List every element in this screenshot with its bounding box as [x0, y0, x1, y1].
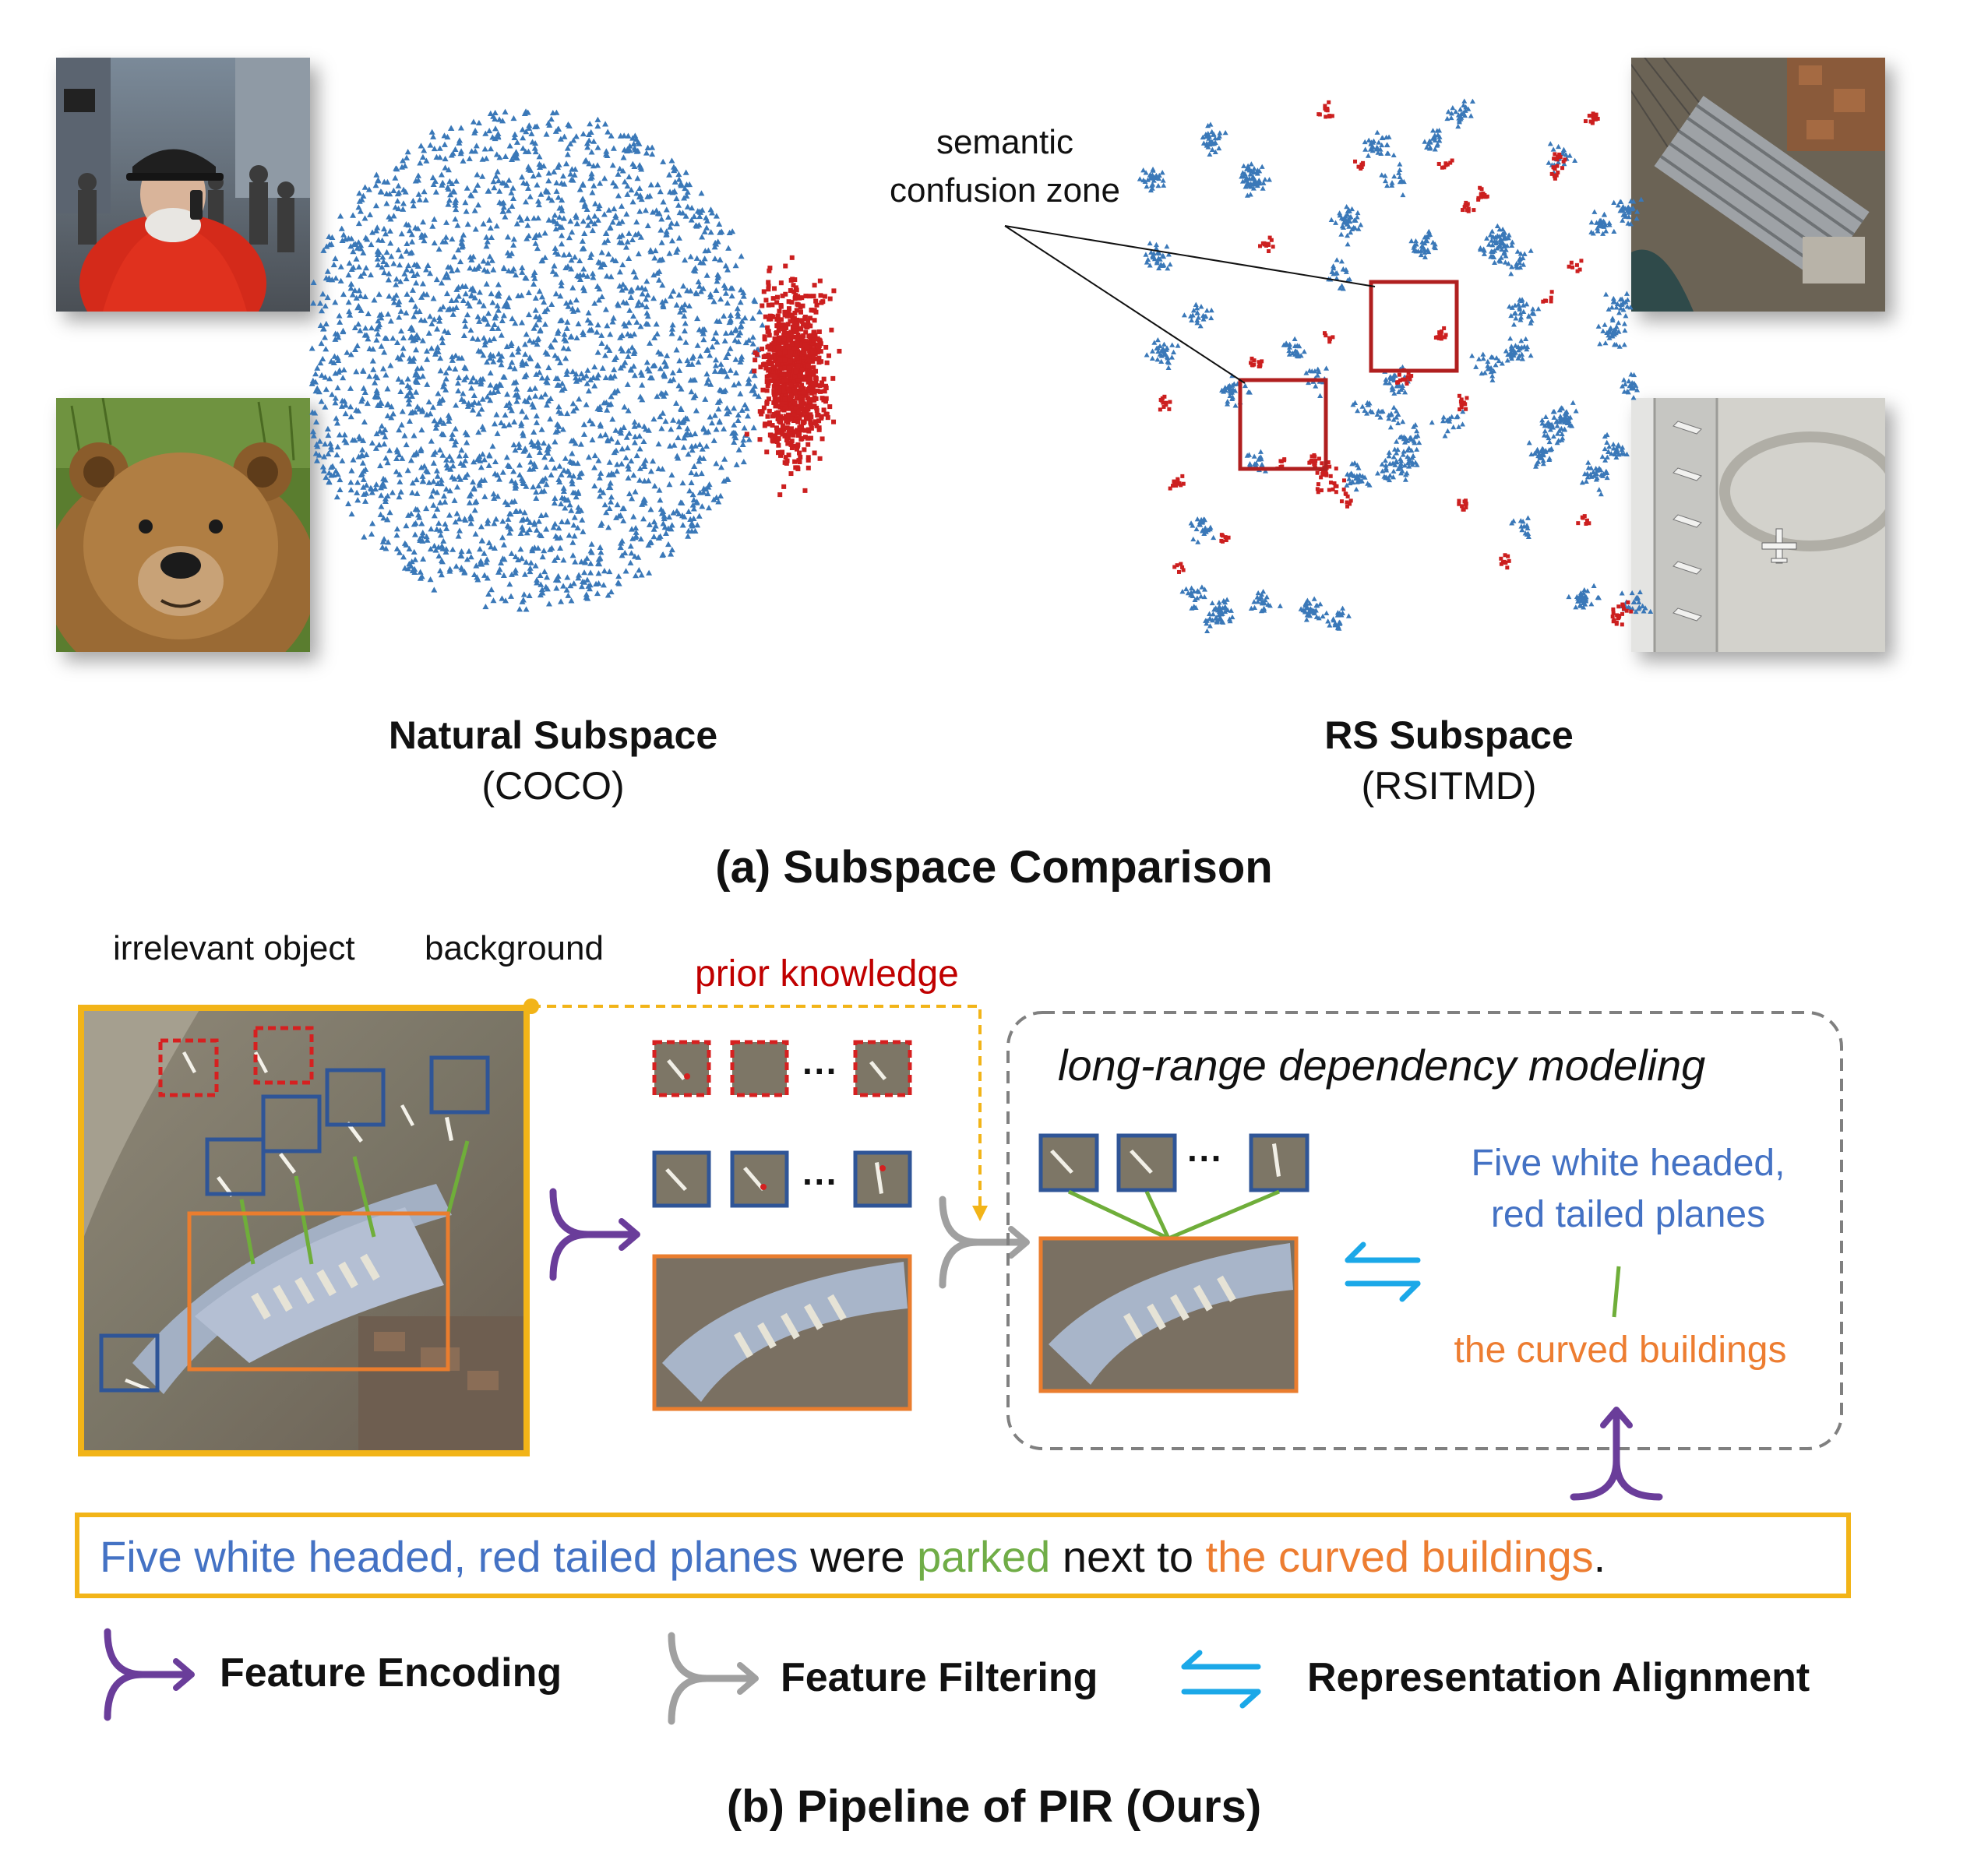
natural-subspace-scatter: [308, 108, 842, 612]
sentence-period: .: [1593, 1532, 1606, 1581]
text-encoding-arrow: [1570, 1407, 1663, 1501]
label-irrelevant-object: irrelevant object: [113, 929, 355, 967]
legend-encoding-label: Feature Encoding: [220, 1650, 562, 1696]
caption-sentence: Five white headed, red tailed planes wer…: [100, 1531, 1606, 1582]
encoded-patches: [652, 1040, 912, 1411]
sentence-parked: parked: [917, 1532, 1051, 1581]
phrase-buildings: the curved buildings: [1454, 1329, 1787, 1371]
street-photo: [56, 58, 310, 312]
sentence-next-to: next to: [1050, 1532, 1206, 1581]
panel-a-caption: (a) Subspace Comparison: [715, 842, 1273, 893]
rs-red-points: [1158, 100, 1634, 627]
aerial-airport-image: [78, 1005, 530, 1456]
rs-dataset-label: (RSITMD): [1361, 764, 1537, 808]
irrelevant-object-box: [158, 1038, 219, 1097]
rs-blue-points: [1137, 98, 1654, 634]
confusion-box-lower: [1238, 378, 1328, 471]
sentence-planes-phrase: Five white headed, red tailed planes: [100, 1532, 798, 1581]
legend-alignment-icon: [1181, 1650, 1261, 1709]
ellipsis-dependency: ···: [1187, 1138, 1223, 1178]
coco-cluster-red-points: [744, 255, 842, 498]
dependency-modeling-title: long-range dependency modeling: [1058, 1041, 1706, 1090]
ellipsis-row-1: ···: [802, 1051, 838, 1091]
natural-cluster-points: [308, 108, 766, 612]
natural-dataset-label: (COCO): [481, 764, 625, 808]
bear-photo: [56, 398, 310, 652]
annotation-line-2: confusion zone: [890, 171, 1120, 210]
confusion-box-upper: [1369, 280, 1459, 373]
airport-aerial-photo: [1631, 398, 1885, 652]
feature-encoding-arrow: [549, 1188, 640, 1281]
legend-alignment-label: Representation Alignment: [1307, 1655, 1810, 1700]
rs-subspace-title: RS Subspace: [1324, 713, 1574, 757]
label-prior-knowledge: prior knowledge: [695, 953, 959, 995]
rs-subspace-scatter: [1137, 98, 1654, 634]
phrase-planes-line-1: Five white headed,: [1471, 1143, 1785, 1184]
legend-encoding-icon: [104, 1628, 195, 1721]
curved-building-box: [187, 1211, 450, 1372]
plane-box-4: [429, 1055, 490, 1115]
legend-filtering-label: Feature Filtering: [781, 1655, 1098, 1700]
legend-filtering-icon: [668, 1632, 759, 1725]
natural-subspace-title: Natural Subspace: [388, 713, 718, 757]
caption-sentence-box: [75, 1513, 1851, 1598]
train-station-aerial-photo: [1631, 58, 1885, 312]
ellipsis-row-2: ···: [802, 1161, 838, 1202]
phrase-planes-line-2: red tailed planes: [1490, 1194, 1766, 1235]
plane-box-5: [99, 1333, 160, 1393]
plane-box-1: [205, 1137, 266, 1196]
plane-box-3: [325, 1068, 386, 1127]
sentence-were: were: [798, 1532, 918, 1581]
background-box: [253, 1026, 314, 1085]
sentence-buildings-phrase: the curved buildings: [1205, 1532, 1594, 1581]
annotation-line-1: semantic: [936, 123, 1074, 161]
panel-b-caption: (b) Pipeline of PIR (Ours): [726, 1781, 1262, 1832]
label-background: background: [425, 929, 604, 967]
plane-box-2: [261, 1094, 322, 1153]
dependency-modeling-container: [1006, 1011, 1843, 1450]
feature-filtering-arrow: [939, 1196, 1030, 1289]
